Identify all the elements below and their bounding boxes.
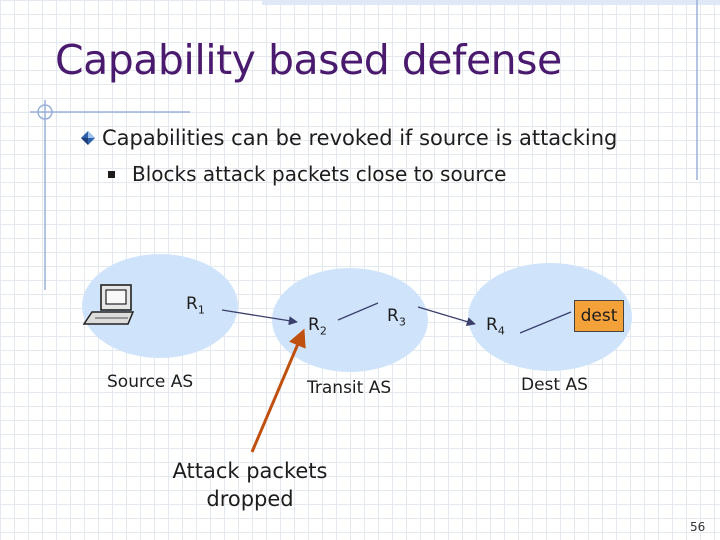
computer-icon: [82, 284, 135, 325]
source-as-region: [82, 254, 238, 358]
source-as-label: Source AS: [107, 372, 194, 392]
router-r1: R1: [186, 294, 205, 316]
bullet-level1-text: Capabilities can be revoked if source is…: [102, 126, 618, 150]
page-number: 56: [690, 520, 706, 534]
router-r2: R2: [308, 315, 327, 337]
attack-label-text: Attack packets dropped: [172, 459, 328, 511]
transit-as-region: [272, 268, 428, 372]
slide-title: Capability based defense: [55, 36, 562, 84]
dest-as-region: [468, 263, 632, 371]
square-bullet-icon: [108, 171, 115, 178]
router-r3-letter: R: [387, 306, 399, 326]
link-r2-r3: [337, 302, 379, 321]
router-r1-letter: R: [186, 294, 198, 314]
transit-as-label: Transit AS: [307, 378, 392, 398]
link-r4-dest: [519, 311, 572, 334]
link-r3-r4: [417, 306, 476, 327]
top-band: [262, 0, 720, 5]
router-r4-index: 4: [497, 324, 505, 338]
router-r1-index: 1: [197, 303, 205, 317]
attack-label: Attack packets dropped: [160, 457, 340, 513]
dest-as-label: Dest AS: [521, 375, 588, 395]
link-r1-r2: [221, 309, 298, 326]
router-r4-letter: R: [486, 315, 498, 335]
router-r4: R4: [486, 315, 505, 337]
rule-corner-circle: [37, 104, 53, 120]
diamond-bullet-icon: [81, 131, 95, 145]
dest-node: dest: [574, 300, 624, 332]
router-r3-index: 3: [398, 315, 406, 329]
router-r3: R3: [387, 306, 406, 328]
router-r2-index: 2: [319, 324, 327, 338]
bullet-level2-text: Blocks attack packets close to source: [132, 162, 507, 186]
attack-arrow: [250, 328, 306, 453]
router-r2-letter: R: [308, 315, 320, 335]
